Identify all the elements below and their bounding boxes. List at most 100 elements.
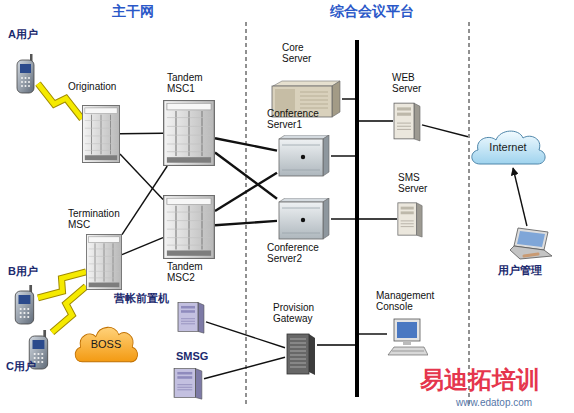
node-icon	[164, 101, 215, 166]
zone-title: 综合会议平台	[330, 3, 414, 21]
node-icon	[277, 198, 331, 240]
lightning-link	[52, 286, 86, 332]
node-icon	[287, 334, 315, 375]
node-icon	[510, 228, 552, 259]
server-node: 营帐前置机	[176, 300, 206, 334]
node-icon	[279, 198, 329, 239]
lightning-link	[52, 286, 86, 332]
node-icon	[82, 105, 120, 163]
connector	[122, 166, 167, 235]
msc-node: Tandem MSC2	[163, 195, 215, 259]
node-label: Conference Server1	[267, 108, 327, 130]
node-label: Conference Server2	[267, 242, 327, 264]
node-icon	[86, 234, 122, 290]
bus-stub	[331, 218, 357, 219]
connector	[120, 133, 163, 134]
node-icon	[392, 100, 422, 142]
connector	[204, 357, 285, 379]
node-label: Termination MSC	[68, 208, 128, 230]
node-label: A用户	[8, 28, 52, 40]
connector	[120, 133, 163, 135]
node-label: B用户	[8, 265, 52, 277]
connector	[215, 138, 277, 150]
connector	[120, 154, 163, 199]
connector	[122, 166, 167, 235]
zone-divider	[469, 22, 470, 405]
node-label: Management Console	[376, 290, 446, 312]
connector-layer	[38, 84, 527, 379]
connector	[215, 173, 277, 211]
laptop-node: 用户管理	[508, 226, 554, 260]
node-icon	[15, 285, 33, 324]
node-icon	[386, 318, 428, 356]
lightning-link	[52, 286, 86, 332]
node-icon	[12, 285, 38, 325]
connector	[215, 221, 277, 225]
connector	[215, 138, 277, 150]
node-icon	[14, 54, 38, 94]
connector	[122, 238, 163, 255]
console-node: Management Console	[386, 318, 428, 356]
connector	[122, 238, 163, 255]
bus-stub	[357, 333, 387, 334]
node-label: WEB Server	[392, 72, 432, 94]
node-icon	[17, 54, 34, 93]
msc-node: Tandem MSC1	[163, 100, 215, 166]
node-icon	[396, 200, 424, 238]
server-node: SMSG	[172, 366, 204, 400]
node-label: Internet	[468, 126, 548, 168]
node-icon	[277, 135, 331, 177]
cloud-node: BOSS	[72, 322, 140, 366]
node-label: BOSS	[72, 322, 140, 366]
node-icon	[163, 195, 215, 259]
node-label: SMS Server	[398, 172, 438, 194]
server-node: SMS Server	[396, 200, 424, 238]
node-icon	[394, 103, 420, 141]
node-label: Tandem MSC2	[167, 261, 217, 283]
node-label: 营帐前置机	[114, 292, 184, 304]
connector	[206, 322, 285, 348]
connector	[204, 357, 285, 379]
zone-title: 主干网	[112, 3, 154, 21]
node-label: C用户	[6, 360, 50, 372]
connector	[206, 322, 285, 348]
msc-node: Origination	[82, 105, 120, 163]
server-node: Conference Server1	[277, 135, 331, 177]
server-node: WEB Server	[392, 100, 422, 142]
zone-divider	[246, 22, 247, 405]
node-label: Core Server	[282, 42, 326, 64]
node-label: Tandem MSC1	[167, 72, 217, 94]
node-label: Provision Gateway	[273, 302, 335, 324]
node-icon	[164, 196, 215, 259]
node-label: SMSG	[176, 350, 216, 362]
connector	[422, 125, 468, 137]
node-icon	[86, 234, 121, 289]
bus-stub	[317, 344, 357, 345]
server-node: Conference Server2	[277, 198, 331, 240]
connector	[422, 125, 468, 137]
node-icon	[398, 203, 422, 237]
node-icon	[508, 226, 554, 260]
node-icon	[163, 100, 215, 166]
connector	[120, 154, 163, 199]
watermark: www.edatop.com	[456, 397, 532, 408]
bus-stub	[357, 120, 393, 121]
gateway-node: Provision Gateway	[285, 330, 317, 376]
node-icon	[285, 330, 317, 376]
connector	[513, 168, 527, 226]
watermark: 易迪拓培训	[420, 364, 540, 396]
node-label: Origination	[68, 81, 138, 92]
node-icon	[174, 369, 202, 400]
bus-stub	[357, 218, 397, 219]
node-icon	[172, 366, 204, 400]
user-phone: A用户	[14, 54, 38, 94]
msc-node: Termination MSC	[86, 234, 122, 290]
node-icon	[178, 303, 204, 334]
connector	[513, 168, 527, 226]
node-label: 用户管理	[498, 264, 568, 276]
connector	[215, 173, 277, 211]
node-icon	[82, 105, 119, 162]
bus-stub	[331, 155, 357, 156]
bus-stub	[342, 98, 357, 99]
